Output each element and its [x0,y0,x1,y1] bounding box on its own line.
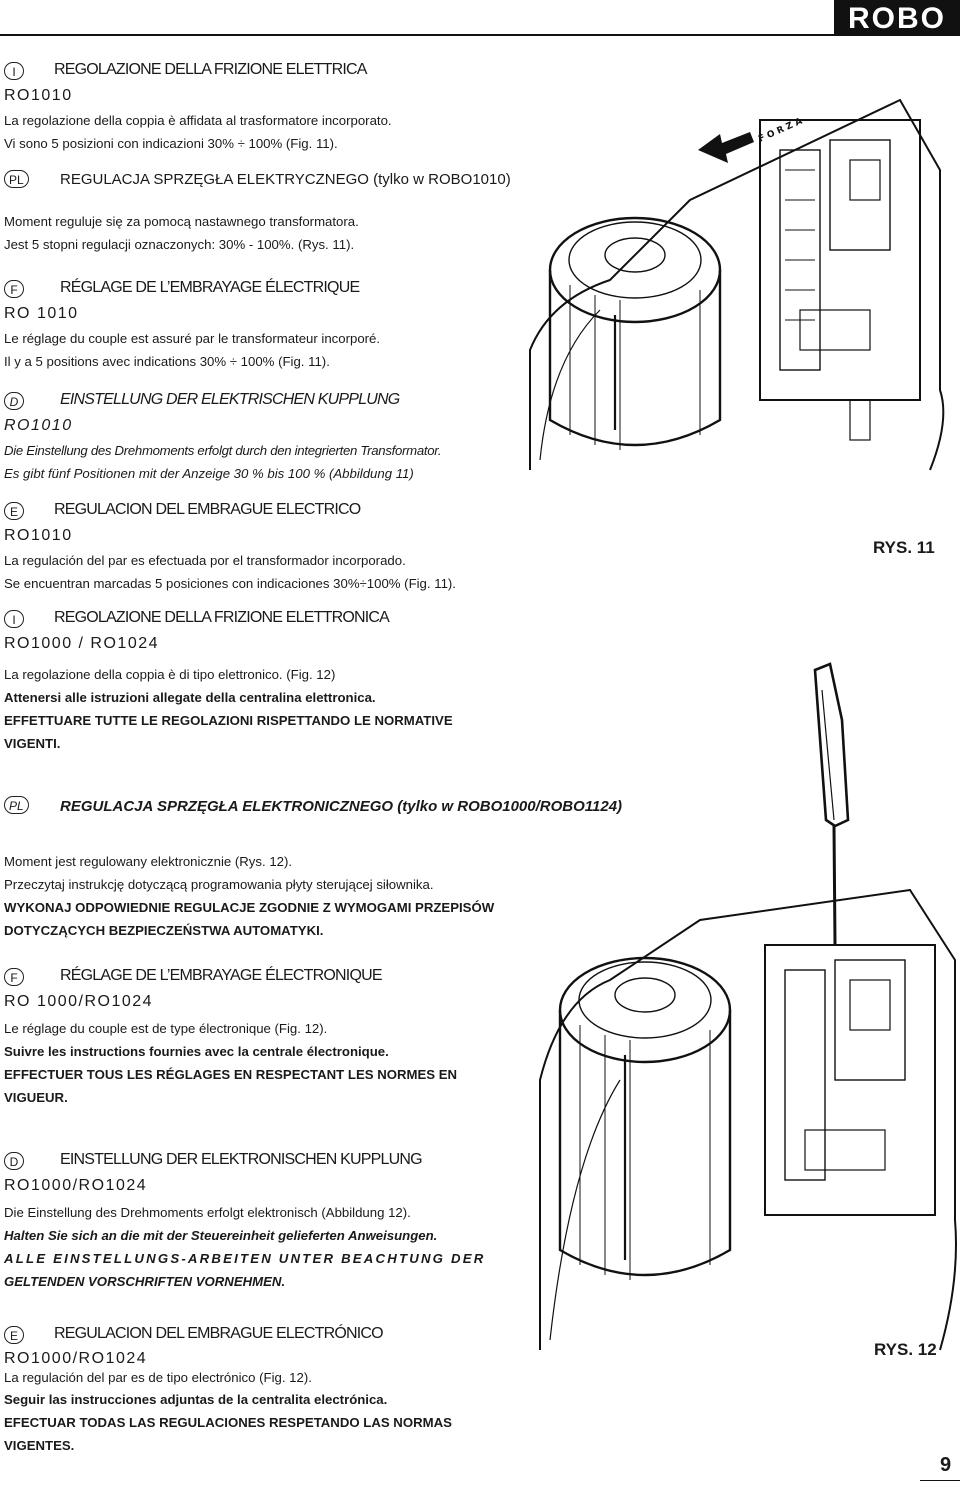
language-badge: E [4,1326,24,1344]
section-fr-electronic: F RÉGLAGE DE L’EMBRAYAGE ÉLECTRONIQUE RO… [4,966,544,1109]
model-code: RO1010 [4,87,73,104]
model-code: RO 1010 [4,305,79,322]
language-badge: I [4,62,24,80]
model-code: RO 1000/RO1024 [4,993,154,1010]
section-es-electric: E REGULACION DEL EMBRAGUE ELECTRICO RO10… [4,500,544,595]
text-line: Moment jest regulowany elektronicznie (R… [4,854,293,869]
text-line: EFECTUAR TODAS LAS REGULACIONES RESPETAN… [4,1415,452,1430]
language-badge: E [4,502,24,520]
section-heading: D EINSTELLUNG DER ELEKTRONISCHEN KUPPLUN… [4,1150,544,1176]
brand-logo: ROBO [834,0,960,36]
text-line: Die Einstellung des Drehmoments erfolgt … [4,1205,411,1220]
text-line: Suivre les instructions fournies avec la… [4,1044,389,1059]
section-title: REGULACJA SPRZĘGŁA ELEKTRYCZNEGO (tylko … [60,171,511,188]
text-line: GELTENDEN VORSCHRIFTEN VORNEHMEN. [4,1274,286,1289]
text-line: Vi sono 5 posizioni con indicazioni 30% … [4,136,338,151]
section-heading: I REGOLAZIONE DELLA FRIZIONE ELETTRONICA [4,608,544,634]
text-line: VIGENTI. [4,736,61,751]
section-title: REGULACJA SPRZĘGŁA ELEKTRONICZNEGO (tylk… [60,798,623,815]
model-code: RO1000 / RO1024 [4,635,160,652]
section-heading: PL REGULACJA SPRZĘGŁA ELEKTRYCZNEGO (tyl… [4,168,544,210]
section-fr-electric: F RÉGLAGE DE L’EMBRAYAGE ÉLECTRIQUE RO 1… [4,278,544,373]
text-line: VIGENTES. [4,1438,75,1453]
language-badge: D [4,1152,24,1170]
text-line: Halten Sie sich an die mit der Steuerein… [4,1228,438,1243]
figure-11-label: RYS. 11 [873,538,935,557]
language-badge: F [4,280,24,298]
figure-12-drawing [539,662,957,1351]
text-line: Se encuentran marcadas 5 posiciones con … [4,576,456,591]
text-line: ALLE EINSTELLUNGS-ARBEITEN UNTER BEACHTU… [4,1251,486,1266]
text-line: La regulación del par es efectuada por e… [4,553,406,568]
language-badge: D [4,392,24,410]
text-line: La regulación del par es de tipo electró… [4,1370,312,1385]
text-line: VIGUEUR. [4,1090,68,1105]
text-line: Le réglage du couple est assuré par le t… [4,331,381,346]
section-it-electric: I REGOLAZIONE DELLA FRIZIONE ELETTRICA R… [4,60,544,155]
language-badge: F [4,968,24,986]
section-heading: PL REGULACJA SPRZĘGŁA ELEKTRONICZNEGO (t… [4,794,724,850]
text-line: Die Einstellung des Drehmoments erfolgt … [4,443,442,458]
text-line: EFFETTUARE TUTTE LE REGOLAZIONI RISPETTA… [4,713,453,728]
section-heading: E REGULACION DEL EMBRAGUE ELECTRICO [4,500,544,526]
section-title: REGOLAZIONE DELLA FRIZIONE ELETTRONICA [54,609,390,626]
language-badge: PL [4,796,29,814]
section-heading: F RÉGLAGE DE L’EMBRAYAGE ÉLECTRIQUE [4,278,544,304]
figure-11-drawing: F O R Z A [529,98,945,471]
section-title: EINSTELLUNG DER ELEKTRISCHEN KUPPLUNG [60,391,400,408]
model-code: RO1010 [4,417,73,434]
text-line: Attenersi alle istruzioni allegate della… [4,690,376,705]
language-badge: I [4,610,24,628]
section-heading: I REGOLAZIONE DELLA FRIZIONE ELETTRICA [4,60,544,86]
section-heading: D EINSTELLUNG DER ELEKTRISCHEN KUPPLUNG [4,390,544,416]
model-code: RO1000/RO1024 [4,1177,148,1194]
section-pl-electronic: PL REGULACJA SPRZĘGŁA ELEKTRONICZNEGO (t… [4,794,724,942]
section-title: RÉGLAGE DE L’EMBRAYAGE ÉLECTRONIQUE [60,967,383,984]
section-title: REGOLAZIONE DELLA FRIZIONE ELETTRICA [54,61,367,78]
text-line: La regolazione della coppia è di tipo el… [4,667,336,682]
section-de-electric: D EINSTELLUNG DER ELEKTRISCHEN KUPPLUNG … [4,390,544,485]
text-line: DOTYCZĄCYCH BEZPIECZEŃSTWA AUTOMATYKI. [4,923,324,938]
section-title: REGULACION DEL EMBRAGUE ELECTRÓNICO [54,1325,384,1342]
text-line: Es gibt fünf Positionen mit der Anzeige … [4,466,414,481]
section-title: REGULACION DEL EMBRAGUE ELECTRICO [54,501,361,518]
section-heading: F RÉGLAGE DE L’EMBRAYAGE ÉLECTRONIQUE [4,966,544,992]
section-it-electronic: I REGOLAZIONE DELLA FRIZIONE ELETTRONICA… [4,608,544,755]
section-pl-electric: PL REGULACJA SPRZĘGŁA ELEKTRYCZNEGO (tyl… [4,168,544,256]
text-line: La regolazione della coppia è affidata a… [4,113,392,128]
section-heading: E REGULACION DEL EMBRAGUE ELECTRÓNICO [4,1324,544,1350]
text-line: WYKONAJ ODPOWIEDNIE REGULACJE ZGODNIE Z … [4,900,495,915]
footer-rule [920,1480,960,1481]
figure-12-label: RYS. 12 [874,1340,937,1359]
page-number: 9 [940,1454,952,1476]
model-code: RO1000/RO1024 [4,1350,148,1367]
text-line: Jest 5 stopni regulacji oznaczonych: 30%… [4,237,355,252]
section-de-electronic: D EINSTELLUNG DER ELEKTRONISCHEN KUPPLUN… [4,1150,544,1293]
model-code: RO1010 [4,527,73,544]
header-rule [0,34,960,36]
text-line: EFFECTUER TOUS LES RÉGLAGES EN RESPECTAN… [4,1067,458,1082]
section-title: EINSTELLUNG DER ELEKTRONISCHEN KUPPLUNG [60,1151,423,1168]
text-line: Le réglage du couple est de type électro… [4,1021,328,1036]
text-line: Il y a 5 positions avec indications 30% … [4,354,330,369]
language-badge: PL [4,170,29,188]
text-line: Seguir las instrucciones adjuntas de la … [4,1392,388,1407]
section-title: RÉGLAGE DE L’EMBRAYAGE ÉLECTRIQUE [60,279,360,296]
text-line: Przeczytaj instrukcję dotyczącą programo… [4,877,434,892]
section-es-electronic: E REGULACION DEL EMBRAGUE ELECTRÓNICO RO… [4,1324,544,1457]
text-line: Moment reguluje się za pomocą nastawnego… [4,214,359,229]
